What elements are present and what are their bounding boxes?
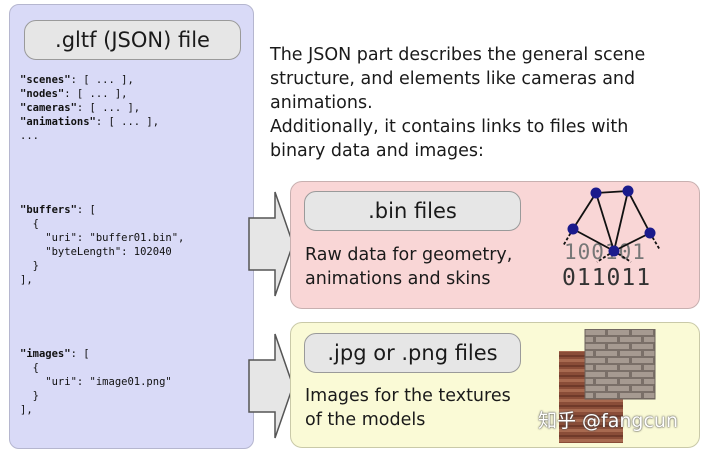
code-line: "buffers": [ — [20, 203, 184, 217]
intro-text: The JSON part describes the general scen… — [270, 43, 700, 163]
code-line: "byteLength": 102040 — [20, 245, 184, 259]
brick-texture-icon — [584, 329, 656, 400]
code-value: : [ ... ], — [95, 116, 160, 128]
code-value: } — [20, 260, 39, 272]
binary-digits-bottom: 011011 — [562, 265, 652, 291]
intro-line: animations. — [270, 93, 373, 113]
watermark: 知乎 @fangcun — [538, 410, 679, 432]
code-line: } — [20, 259, 184, 273]
bin-desc-line: animations and skins — [305, 269, 491, 289]
code-line: ... — [20, 129, 159, 143]
code-value: : [ — [70, 348, 90, 360]
code-line: ], — [20, 403, 172, 417]
intro-line: structure, and elements like cameras and — [270, 69, 636, 89]
code-value: { — [20, 362, 39, 374]
code-value: "uri": "buffer01.bin", — [20, 232, 185, 244]
code-buffers-block: "buffers": [ { "uri": "buffer01.bin", "b… — [20, 203, 184, 287]
code-top-block: "scenes": [ ... ],"nodes": [ ... ],"came… — [20, 73, 159, 143]
texture-images-icon — [559, 329, 656, 443]
code-line: } — [20, 389, 172, 403]
code-images-block: "images": [ { "uri": "image01.png" }], — [20, 347, 172, 417]
code-key: "cameras" — [20, 102, 77, 114]
image-desc-line: of the models — [305, 410, 426, 430]
binary-digits-top: 100101 — [564, 240, 646, 264]
code-value: "uri": "image01.png" — [20, 376, 172, 388]
code-value: ], — [20, 274, 33, 286]
code-line: "animations": [ ... ], — [20, 115, 159, 129]
code-value: } — [20, 390, 39, 402]
code-line: ], — [20, 273, 184, 287]
bin-desc-line: Raw data for geometry, — [305, 245, 513, 265]
intro-line: binary data and images: — [270, 141, 484, 161]
bin-files-box: .bin files Raw data for geometry, animat… — [290, 181, 700, 309]
code-value: ], — [20, 404, 33, 416]
image-files-title: .jpg or .png files — [304, 333, 521, 373]
arrow-to-images-icon — [248, 333, 294, 439]
code-line: "nodes": [ ... ], — [20, 87, 159, 101]
code-key: "scenes" — [20, 74, 71, 86]
code-value: : [ — [76, 204, 96, 216]
bin-files-title: .bin files — [304, 191, 521, 231]
code-value: : [ ... ], — [76, 102, 141, 114]
code-value: "byteLength": 102040 — [20, 246, 172, 258]
arrow-to-bin-icon — [248, 191, 294, 297]
code-line: "cameras": [ ... ], — [20, 101, 159, 115]
code-key: "images" — [20, 348, 71, 360]
code-key: "buffers" — [20, 204, 77, 216]
code-line: { — [20, 217, 184, 231]
image-files-box: .jpg or .png files Images for the textur… — [290, 322, 700, 448]
gltf-json-panel: .gltf (JSON) file "scenes": [ ... ],"nod… — [9, 4, 254, 449]
code-value: : [ ... ], — [64, 88, 128, 100]
image-desc-line: Images for the textures — [305, 386, 511, 406]
intro-line: Additionally, it contains links to files… — [270, 117, 629, 137]
code-value: ... — [20, 130, 39, 142]
code-value: : [ ... ], — [70, 74, 134, 86]
intro-line: The JSON part describes the general scen… — [270, 45, 646, 65]
code-line: "uri": "buffer01.bin", — [20, 231, 184, 245]
code-value: { — [20, 218, 39, 230]
mesh-graph-icon — [562, 185, 661, 263]
code-line: "scenes": [ ... ], — [20, 73, 159, 87]
code-line: "images": [ — [20, 347, 172, 361]
gltf-file-title: .gltf (JSON) file — [24, 20, 241, 60]
code-line: { — [20, 361, 172, 375]
code-key: "nodes" — [20, 88, 65, 100]
code-key: "animations" — [20, 116, 96, 128]
code-line: "uri": "image01.png" — [20, 375, 172, 389]
